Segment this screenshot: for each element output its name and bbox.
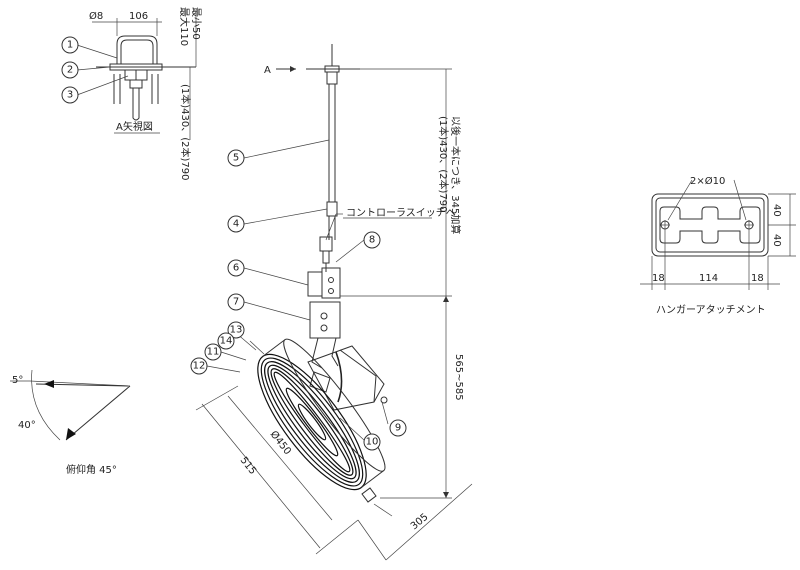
callout-14: 14: [217, 332, 235, 350]
callout-13: 13: [227, 321, 245, 339]
callout-6: 6: [227, 259, 245, 277]
fan-guard: [257, 338, 386, 491]
hanger-dim-left: 18: [652, 273, 665, 284]
pipe-note-a: (1本)430、(2本)790: [437, 116, 450, 213]
callout-4: 4: [227, 215, 245, 233]
callout-1: 1: [61, 36, 79, 54]
svg-text:12: 12: [193, 361, 206, 372]
svg-text:2: 2: [67, 65, 73, 76]
callout-10: 10: [363, 433, 381, 451]
callout-9: 9: [389, 419, 407, 437]
hanger-attachment: 2×Ø10 40 40 18 114 18 ハンガーアタッチメント: [640, 175, 796, 316]
hanger-dim-right: 18: [751, 273, 764, 284]
view-a-width: 106: [129, 11, 148, 22]
callout-2: 2: [61, 61, 79, 79]
tilt-angle-down: 40°: [18, 420, 36, 431]
hanger-holes: 2×Ø10: [690, 175, 725, 187]
fan-depth: 515: [238, 455, 258, 477]
svg-text:14: 14: [220, 336, 233, 347]
callout-7: 7: [227, 293, 245, 311]
callout-8: 8: [363, 231, 381, 249]
callout-5: 5: [227, 149, 245, 167]
hanger-dim-mid: 114: [699, 273, 718, 284]
callout-3: 3: [61, 86, 79, 104]
hanger-caption: ハンガーアタッチメント: [656, 304, 766, 316]
svg-text:1: 1: [67, 40, 73, 51]
view-a-note-min: 最小50: [190, 7, 202, 40]
svg-text:9: 9: [395, 423, 401, 434]
arrow-a-label: A: [264, 65, 271, 76]
svg-text:13: 13: [230, 325, 243, 336]
fan-width: 305: [409, 512, 431, 533]
view-a-pipe-length: (1本)430、(2本)790: [179, 84, 192, 181]
tilt-caption: 俯仰角 45°: [66, 463, 117, 476]
controller-label: コントローラスイッチへ: [346, 207, 456, 219]
view-a-note-max: 最大110: [178, 7, 191, 46]
tilt-diagram: 5° 40° 俯仰角 45°: [10, 369, 131, 476]
svg-text:8: 8: [369, 235, 375, 246]
svg-text:6: 6: [233, 263, 239, 274]
callout-12: 12: [190, 357, 208, 375]
view-a: Ø8 106 最大110 最小50 (1本)430、(2本)790 A矢視図: [76, 7, 202, 181]
tilt-angle-up: 5°: [12, 375, 23, 386]
hanger-dim-h-top: 40: [771, 204, 782, 217]
view-a-dia: Ø8: [89, 10, 103, 22]
view-a-caption: A矢視図: [116, 120, 153, 133]
callout-11: 11: [204, 343, 222, 361]
svg-text:7: 7: [233, 297, 239, 308]
pipe-note-b: 以後一本につき、345加算: [449, 116, 462, 234]
svg-text:10: 10: [366, 437, 379, 448]
svg-text:11: 11: [207, 347, 220, 358]
height-dim: 565~585: [453, 354, 464, 401]
svg-text:5: 5: [233, 153, 239, 164]
svg-text:3: 3: [67, 90, 73, 101]
svg-text:4: 4: [233, 219, 239, 230]
hanger-dim-h-bottom: 40: [771, 234, 782, 247]
